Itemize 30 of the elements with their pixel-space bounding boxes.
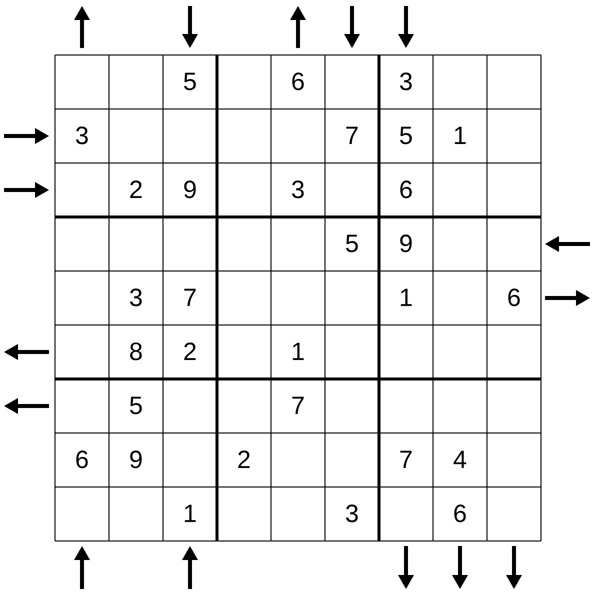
given-digit: 6	[452, 499, 468, 530]
given-digit: 6	[398, 175, 414, 206]
given-digit: 5	[182, 67, 198, 98]
given-digit: 9	[182, 175, 198, 206]
given-digit: 6	[506, 283, 522, 314]
given-digit: 4	[452, 445, 468, 476]
given-digit: 7	[344, 121, 360, 152]
given-digit: 1	[452, 121, 468, 152]
given-digit: 7	[290, 391, 306, 422]
given-digit: 5	[344, 229, 360, 260]
given-digit: 1	[182, 499, 198, 530]
given-digit: 3	[290, 175, 306, 206]
given-digit: 3	[344, 499, 360, 530]
given-digit: 6	[74, 445, 90, 476]
given-digit: 9	[128, 445, 144, 476]
given-digit: 3	[398, 67, 414, 98]
given-digit: 8	[128, 337, 144, 368]
given-digit: 9	[398, 229, 414, 260]
given-digit: 2	[128, 175, 144, 206]
given-digit: 1	[398, 283, 414, 314]
given-digit: 2	[236, 445, 252, 476]
given-digit: 6	[290, 67, 306, 98]
given-digit: 7	[182, 283, 198, 314]
given-digit: 3	[74, 121, 90, 152]
given-digit: 5	[128, 391, 144, 422]
given-digit: 3	[128, 283, 144, 314]
given-digit: 2	[182, 337, 198, 368]
given-digit: 5	[398, 121, 414, 152]
given-digit: 1	[290, 337, 306, 368]
given-digit: 7	[398, 445, 414, 476]
